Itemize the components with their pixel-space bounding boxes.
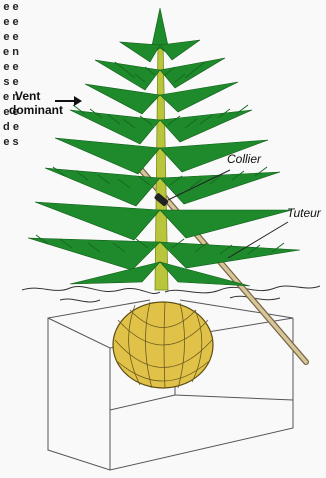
root-ball	[113, 302, 213, 388]
ground-line	[22, 286, 320, 302]
dominant-label: dominant	[9, 103, 63, 117]
wind-label: Vent	[15, 89, 40, 103]
collar-label: Collier	[227, 152, 261, 166]
stake-label: Tuteur	[287, 206, 321, 220]
clipped-side-text: e e e e e e e n e e s e e n e e d e e s	[2, 0, 20, 478]
